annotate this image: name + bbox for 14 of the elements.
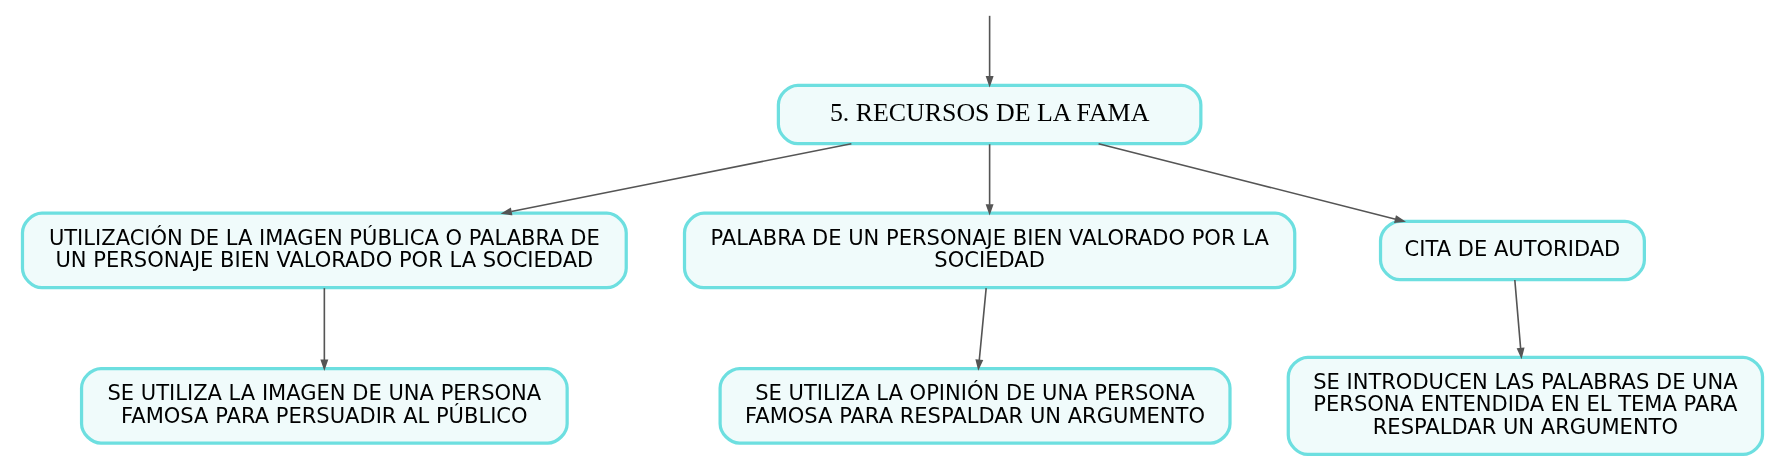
node-box: SE UTILIZA LA OPINIÓN DE UNA PERSONA FAMOSA PARA RESPALDAR UN ARGUMENTO <box>718 367 1232 445</box>
node-box: 5. RECURSOS DE LA FAMA <box>776 83 1203 146</box>
arrow <box>985 15 994 88</box>
node-box: SE INTRODUCEN LAS PALABRAS DE UNA PERSONA ENTENDIDA EN EL TEMA PARA RESPALDAR UN ARGUMENTO <box>1286 355 1765 457</box>
arrow <box>985 143 994 216</box>
arrow <box>1514 279 1525 360</box>
arrow <box>1097 142 1406 223</box>
node-box: UTILIZACIÓN DE LA IMAGEN PÚBLICA O PALABRA DE UN PERSONAJE BIEN VALORADO POR LA SOCIEDAD <box>20 211 628 290</box>
arrow <box>500 142 853 216</box>
arrow <box>320 287 329 371</box>
arrow <box>975 287 987 371</box>
node-box: SE UTILIZA LA IMAGEN DE UNA PERSONA FAMOSA PARA PERSUADIR AL PÚBLICO <box>79 367 569 445</box>
node-box: PALABRA DE UN PERSONAJE BIEN VALORADO POR LA SOCIEDAD <box>682 211 1297 290</box>
node-box: CITA DE AUTORIDAD <box>1378 219 1646 282</box>
